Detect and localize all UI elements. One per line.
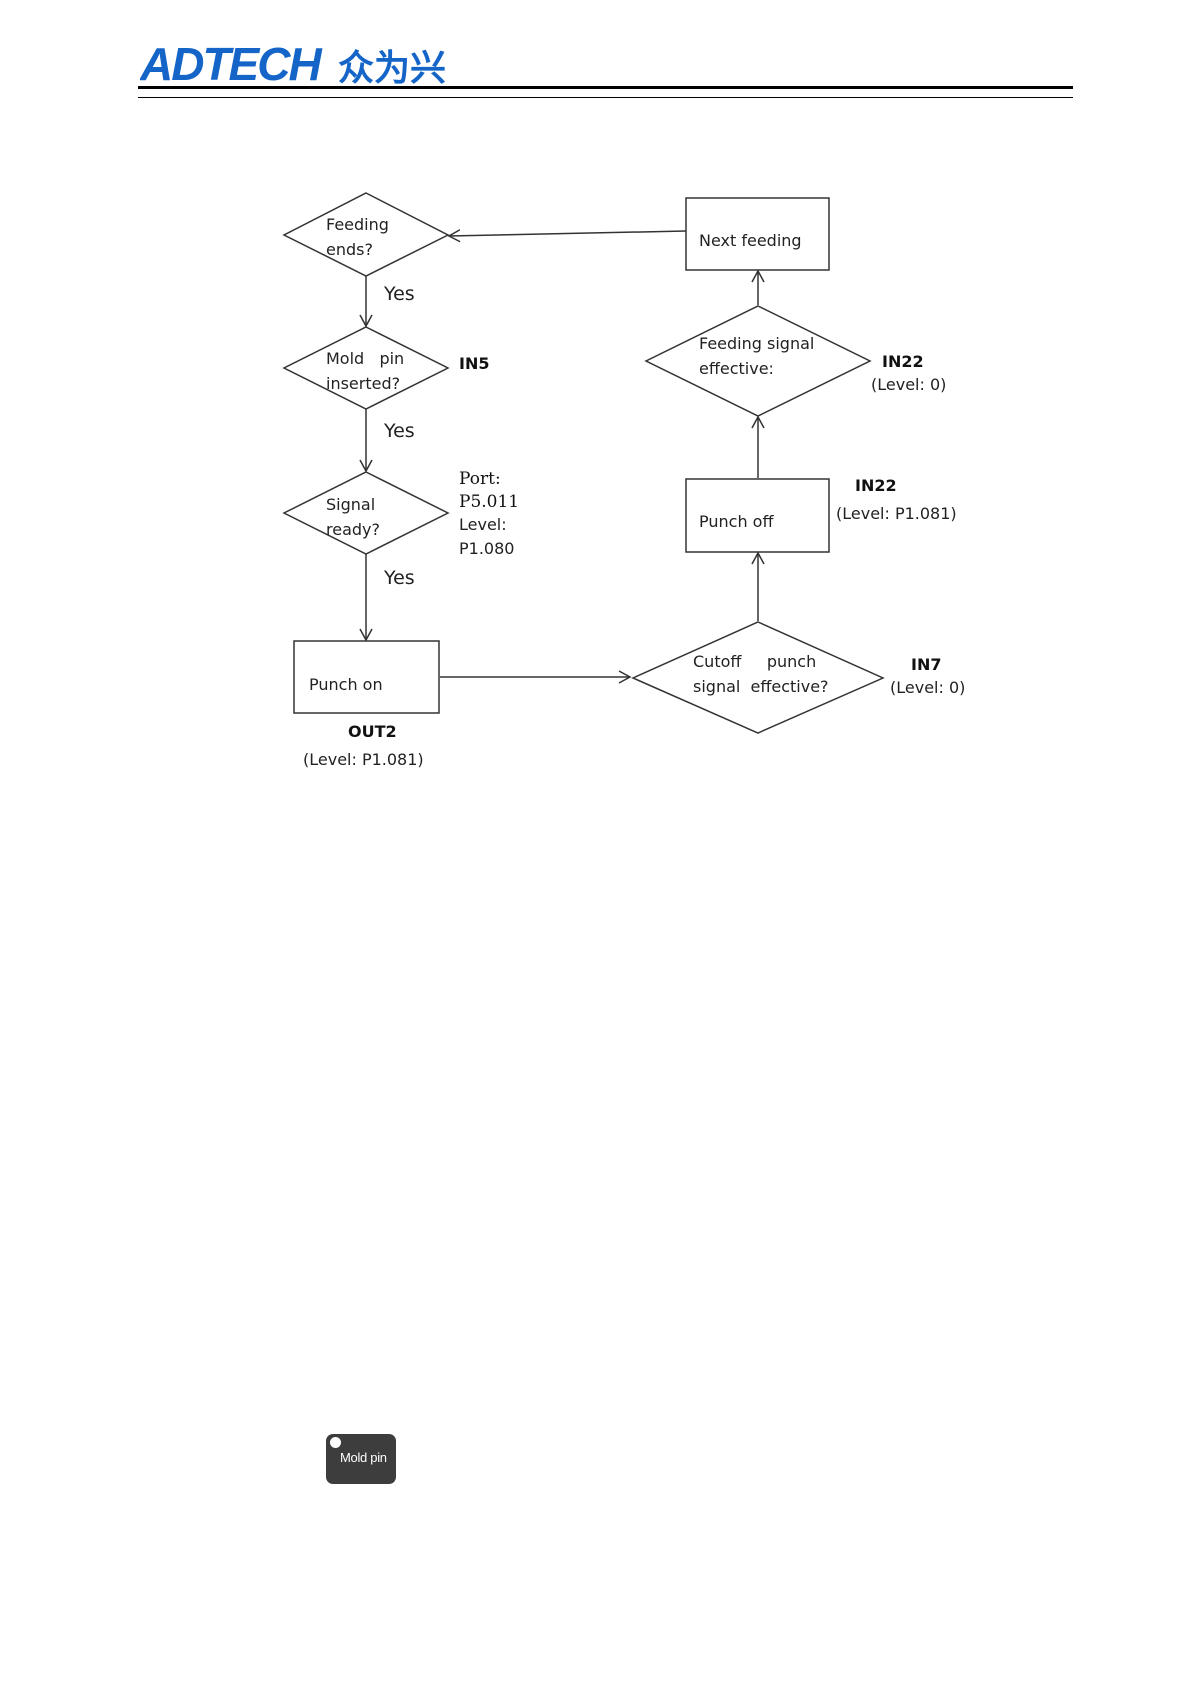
level-label: (Level: P1.081) xyxy=(836,504,957,523)
level-label: (Level: 0) xyxy=(871,375,946,394)
process-punch-on: Punch on xyxy=(294,641,439,713)
decision-signal-ready: Signal ready? xyxy=(284,472,448,554)
svg-text:Port:: Port: xyxy=(459,469,501,489)
edge-label-yes: Yes xyxy=(383,420,415,442)
decision-cutoff-punch: Cutoff punch signal effective? xyxy=(633,622,883,733)
svg-text:P1.080: P1.080 xyxy=(459,539,514,558)
node-text: Feeding xyxy=(326,215,389,234)
node-text: ready? xyxy=(326,520,380,539)
process-next-feeding: Next feeding xyxy=(686,198,829,270)
decision-mold-pin: Mold pin inserted? xyxy=(284,327,448,409)
io-tag-in22: IN22 xyxy=(855,476,897,495)
level-label: (Level: P1.081) xyxy=(303,750,424,769)
level-label: (Level: 0) xyxy=(890,678,965,697)
edge-label-yes: Yes xyxy=(383,283,415,305)
node-text: Cutoff punch xyxy=(693,652,816,671)
mold-pin-label: Mold pin xyxy=(340,1450,387,1465)
process-punch-off: Punch off xyxy=(686,479,829,552)
decision-feeding-ends: Feeding ends? xyxy=(284,193,448,276)
status-dot-icon xyxy=(330,1437,341,1448)
node-text: Next feeding xyxy=(699,231,802,250)
signal-ready-notes: Port: P5.011 Level: P1.080 xyxy=(459,469,519,558)
edge-next-to-feeding-ends xyxy=(449,231,686,236)
node-text: Punch off xyxy=(699,512,774,531)
node-text: Feeding signal xyxy=(699,334,814,353)
mold-pin-button[interactable]: Mold pin xyxy=(326,1434,396,1484)
node-text: effective: xyxy=(699,359,774,378)
node-text: inserted? xyxy=(326,374,400,393)
io-tag-out2: OUT2 xyxy=(348,722,397,741)
io-tag-in5: IN5 xyxy=(459,354,489,373)
node-text: Mold pin xyxy=(326,349,404,368)
io-tag-in22: IN22 xyxy=(882,352,924,371)
node-text: Signal xyxy=(326,495,375,514)
node-text: ends? xyxy=(326,240,373,259)
svg-text:Level:: Level: xyxy=(459,515,507,534)
node-text: Punch on xyxy=(309,675,383,694)
decision-feeding-signal: Feeding signal effective: xyxy=(646,306,870,416)
edge-label-yes: Yes xyxy=(383,567,415,589)
svg-text:P5.011: P5.011 xyxy=(459,492,519,512)
punch-flowchart: Yes Yes Yes Feeding ends? Mold pin inser… xyxy=(0,0,1190,800)
io-tag-in7: IN7 xyxy=(911,655,941,674)
node-text: signal effective? xyxy=(693,677,829,696)
